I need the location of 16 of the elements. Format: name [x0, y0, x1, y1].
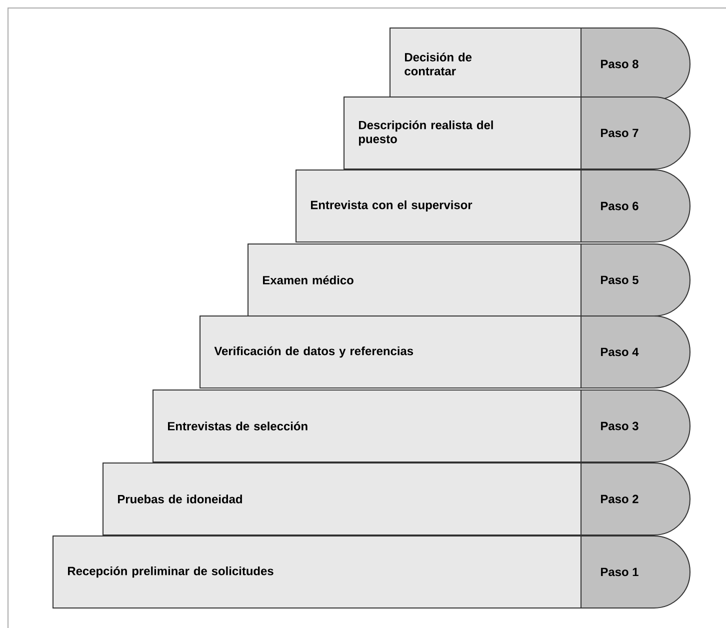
- step-box: Descripción realista del puesto: [344, 96, 582, 170]
- step-tab: Paso 4: [580, 315, 690, 388]
- step-box: Verificación de datos y referencias: [200, 315, 582, 388]
- step-tab: Paso 2: [580, 462, 690, 536]
- step-box: Recepción preliminar de solicitudes: [52, 535, 582, 608]
- step-tab: Paso 1: [580, 535, 690, 608]
- step-box: Examen médico: [248, 243, 582, 316]
- step-box: Entrevista con el supervisor: [296, 169, 582, 242]
- step-box: Decisión de contratar: [390, 28, 582, 100]
- step-tab: Paso 3: [580, 389, 690, 462]
- step-tab: Paso 7: [580, 96, 690, 170]
- step-tab: Paso 8: [580, 28, 690, 100]
- step-tab: Paso 6: [580, 169, 690, 242]
- step-box: Pruebas de idoneidad: [102, 462, 582, 536]
- step-box: Entrevistas de selección: [152, 389, 582, 462]
- step-tab: Paso 5: [580, 243, 690, 316]
